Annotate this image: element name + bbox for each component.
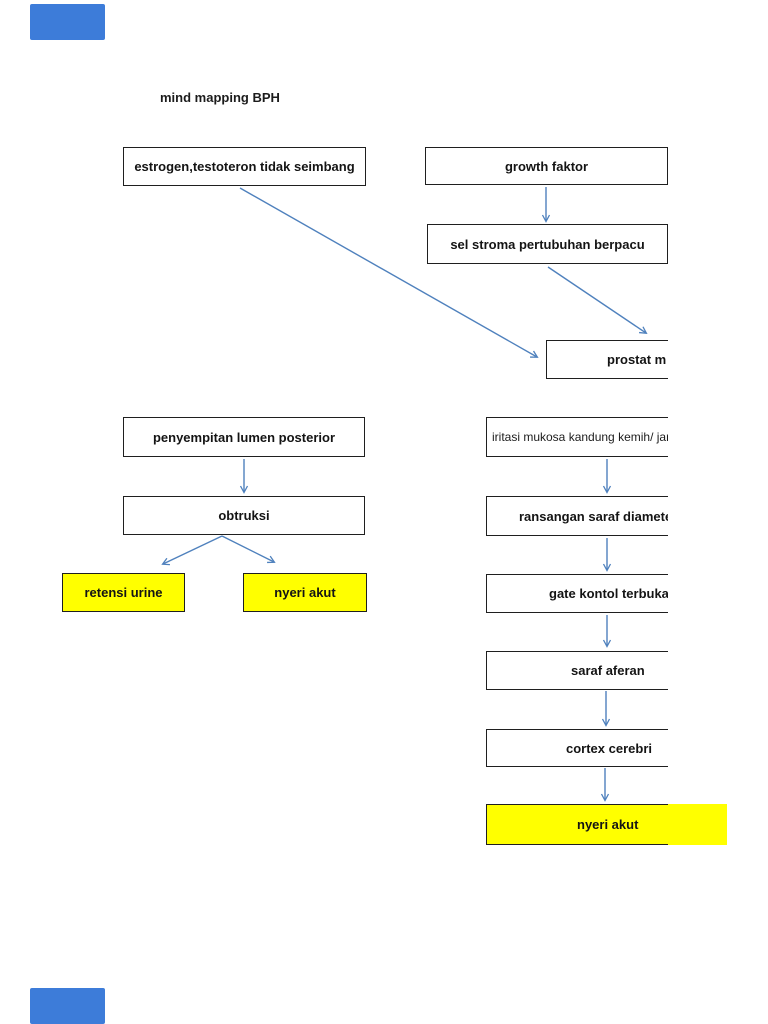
node-growth-faktor: growth faktor <box>425 147 668 185</box>
node-label: penyempitan lumen posterior <box>152 429 336 445</box>
arrow-estrogen-to-prostat <box>239 187 539 358</box>
node-obtruksi: obtruksi <box>123 496 365 535</box>
node-label: ransangan saraf diameter <box>519 508 668 524</box>
node-label: gate kontol terbuka <box>549 586 668 601</box>
node-label: saraf aferan <box>571 663 645 678</box>
arrow-obtruksi-to-nyeri <box>221 535 276 564</box>
node-label: growth faktor <box>504 158 589 174</box>
node-cortex-cerebri: cortex cerebri <box>486 729 668 767</box>
node-label: nyeri akut <box>577 817 639 832</box>
node-prostat: prostat m <box>546 340 668 379</box>
arrow-selstroma-to-prostat <box>547 266 648 335</box>
node-retensi-urine: retensi urine <box>62 573 185 612</box>
node-label: nyeri akut <box>274 585 336 600</box>
node-nyeri-akut-bottom-highlight <box>486 804 727 845</box>
node-label: sel stroma pertubuhan berpacu <box>450 236 645 252</box>
node-saraf-aferan: saraf aferan <box>486 651 668 690</box>
node-sel-stroma: sel stroma pertubuhan berpacu <box>427 224 668 264</box>
page-marker-bottom <box>30 988 105 1024</box>
page-marker-top <box>30 4 105 40</box>
node-estrogen-testoteron: estrogen,testoteron tidak seimbang <box>123 147 366 186</box>
node-label: estrogen,testoteron tidak seimbang <box>134 159 355 174</box>
node-label: cortex cerebri <box>566 740 652 756</box>
node-penyempitan-lumen: penyempitan lumen posterior <box>123 417 365 457</box>
node-gate-kontol: gate kontol terbuka <box>486 574 668 613</box>
node-nyeri-akut-left: nyeri akut <box>243 573 367 612</box>
node-nyeri-akut-bottom: nyeri akut <box>486 804 668 845</box>
node-iritasi-mukosa: iritasi mukosa kandung kemih/ jarin <box>486 417 668 457</box>
arrow-obtruksi-to-retensi <box>161 535 223 566</box>
node-label: iritasi mukosa kandung kemih/ jarin <box>492 430 668 444</box>
node-ransangan-saraf: ransangan saraf diameter <box>486 496 668 536</box>
node-label: retensi urine <box>84 585 163 600</box>
node-label: obtruksi <box>218 508 270 523</box>
page-title: mind mapping BPH <box>160 90 280 105</box>
node-label: prostat m <box>607 352 667 367</box>
